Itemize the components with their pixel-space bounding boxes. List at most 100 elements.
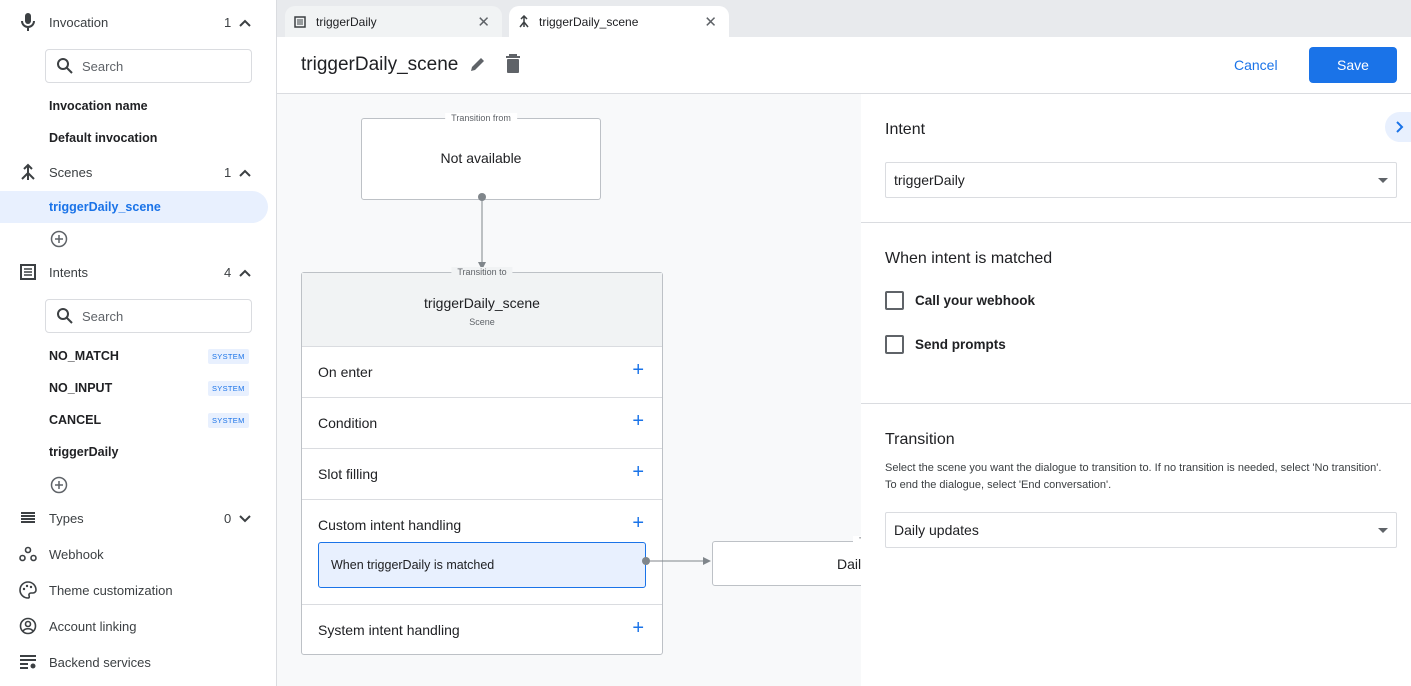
section-types[interactable]: Types 0 — [0, 503, 276, 533]
intent-handler-item[interactable]: When triggerDaily is matched — [318, 542, 646, 588]
invocation-name-item[interactable]: Invocation name — [49, 99, 148, 113]
transition-from-legend: Transition from — [445, 113, 517, 123]
collapse-panel-button[interactable] — [1385, 112, 1411, 142]
target-scene-box[interactable]: Tr Dail — [712, 536, 861, 586]
transition-description: Select the scene you want the dialogue t… — [885, 462, 1382, 491]
tab-triggerDaily[interactable]: triggerDaily ✕ — [285, 6, 502, 37]
intent-item[interactable]: NO_INPUT — [49, 381, 113, 395]
row-label: On enter — [318, 364, 373, 380]
invocation-search-input[interactable]: Search — [45, 49, 252, 83]
add-plus-icon[interactable]: + — [632, 410, 644, 432]
sidebar: Invocation 1 Search Invocation name Defa… — [0, 0, 277, 686]
target-legend: Tr — [853, 536, 861, 546]
section-count: 1 — [224, 14, 232, 30]
transition-select[interactable]: Daily updates — [885, 512, 1397, 548]
transition-to-scene-box: Transition to triggerDaily_scene Scene O… — [301, 267, 663, 655]
scene-icon — [519, 15, 529, 28]
close-icon[interactable]: ✕ — [477, 13, 490, 31]
backend-services-icon — [18, 652, 38, 672]
row-slot-filling[interactable]: Slot filling + — [302, 448, 662, 499]
default-invocation-item[interactable]: Default invocation — [49, 131, 158, 145]
row-condition[interactable]: Condition + — [302, 397, 662, 448]
checkbox-icon[interactable] — [885, 335, 904, 354]
nav-label: Account linking — [49, 618, 137, 634]
scene-subtitle: Scene — [469, 317, 495, 327]
row-custom-intent-handling[interactable]: Custom intent handling + When triggerDail… — [302, 499, 662, 604]
checkbox-label: Call your webhook — [915, 293, 1036, 308]
row-on-enter[interactable]: On enter + — [302, 346, 662, 397]
edit-pencil-icon[interactable] — [469, 55, 487, 76]
intent-item[interactable]: CANCEL — [49, 413, 102, 427]
transition-from-box: Transition from Not available — [361, 113, 601, 200]
scene-title: triggerDaily_scene — [424, 295, 540, 311]
send-prompts-checkbox[interactable]: Send prompts — [885, 335, 1006, 354]
scene-header: triggerDaily_scene Cancel Save — [277, 37, 1411, 94]
nav-backend-services[interactable]: Backend services — [0, 647, 276, 677]
chevron-up-icon[interactable] — [239, 265, 251, 280]
scene-merge-icon — [18, 162, 38, 182]
row-label: Custom intent handling — [318, 517, 462, 533]
intent-select[interactable]: triggerDaily — [885, 162, 1397, 198]
add-plus-icon[interactable]: + — [632, 512, 644, 534]
save-button[interactable]: Save — [1309, 47, 1397, 83]
transition-to-legend: Transition to — [451, 267, 513, 277]
scene-item-label: triggerDaily_scene — [49, 200, 161, 214]
dropdown-caret-icon — [1378, 528, 1388, 533]
checkbox-icon[interactable] — [885, 291, 904, 310]
intent-icon — [294, 15, 306, 28]
system-badge: SYSTEM — [208, 381, 249, 396]
intent-item[interactable]: NO_MATCH — [49, 349, 119, 363]
tab-label: triggerDaily_scene — [539, 14, 639, 29]
intents-search-input[interactable]: Search — [45, 299, 252, 333]
checkbox-label: Send prompts — [915, 337, 1006, 352]
connector-arrow — [642, 557, 711, 565]
scene-item-triggerDaily_scene[interactable]: triggerDaily_scene — [0, 191, 268, 223]
chevron-down-icon[interactable] — [239, 511, 251, 526]
section-label: Invocation — [49, 14, 109, 30]
divider — [861, 403, 1411, 404]
add-intent-button[interactable] — [50, 476, 68, 497]
section-intents[interactable]: Intents 4 — [0, 257, 276, 287]
tab-triggerDaily_scene[interactable]: triggerDaily_scene ✕ — [509, 6, 729, 37]
add-plus-icon[interactable]: + — [632, 359, 644, 381]
section-label: Types — [49, 510, 84, 526]
nav-webhook[interactable]: Webhook — [0, 539, 276, 569]
delete-trash-icon[interactable] — [505, 54, 521, 77]
chevron-up-icon[interactable] — [239, 165, 251, 180]
add-scene-button[interactable] — [50, 230, 68, 251]
transition-from-value: Not available — [440, 150, 522, 166]
nav-theme-customization[interactable]: Theme customization — [0, 575, 276, 605]
chevron-up-icon[interactable] — [239, 15, 251, 30]
system-badge: SYSTEM — [208, 349, 249, 364]
row-label: System intent handling — [318, 622, 460, 638]
search-icon — [57, 308, 73, 324]
intent-item[interactable]: triggerDaily — [49, 445, 119, 459]
add-plus-icon[interactable]: + — [632, 617, 644, 639]
call-webhook-checkbox[interactable]: Call your webhook — [885, 291, 1035, 310]
intent-heading: Intent — [885, 121, 926, 138]
search-icon — [57, 58, 73, 74]
section-count: 4 — [224, 264, 232, 280]
nav-account-linking[interactable]: Account linking — [0, 611, 276, 641]
palette-icon — [18, 580, 38, 600]
scene-canvas: Transition from Not available Transition… — [277, 94, 861, 686]
cancel-button[interactable]: Cancel — [1234, 57, 1278, 73]
tab-label: triggerDaily — [316, 14, 377, 29]
row-system-intent-handling[interactable]: System intent handling + — [302, 604, 662, 655]
divider — [861, 222, 1411, 223]
webhook-icon — [18, 544, 38, 564]
editor-tabs: triggerDaily ✕ triggerDaily_scene ✕ — [277, 0, 1411, 37]
nav-label: Backend services — [49, 654, 151, 670]
row-label: Slot filling — [318, 466, 378, 482]
intent-select-value: triggerDaily — [894, 172, 965, 188]
microphone-icon — [18, 12, 38, 32]
system-badge: SYSTEM — [208, 413, 249, 428]
page-title: triggerDaily_scene — [301, 54, 459, 75]
section-scenes[interactable]: Scenes 1 — [0, 157, 276, 187]
close-icon[interactable]: ✕ — [704, 13, 717, 31]
account-circle-icon — [18, 616, 38, 636]
row-label: Condition — [318, 415, 378, 431]
section-invocation[interactable]: Invocation 1 — [0, 7, 276, 37]
add-plus-icon[interactable]: + — [632, 461, 644, 483]
transition-heading: Transition — [885, 431, 955, 448]
